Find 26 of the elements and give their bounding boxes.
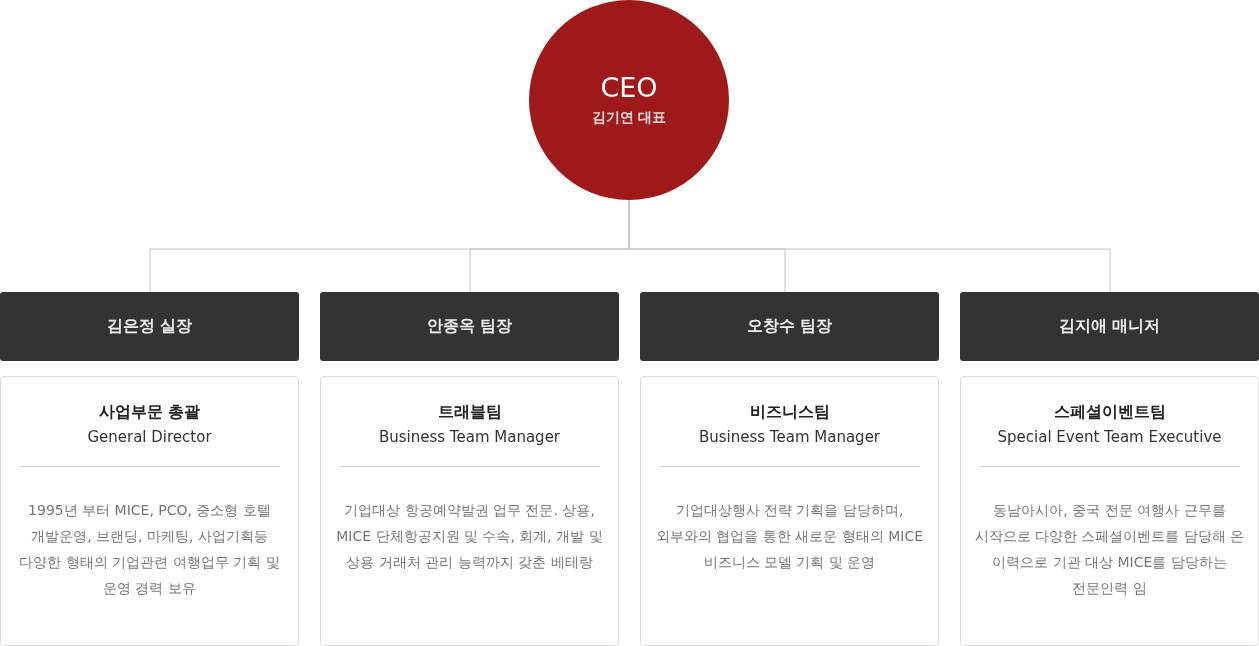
- member-name-box: [640, 292, 939, 361]
- team-title: 스페셜이벤트팀: [1053, 402, 1166, 423]
- profile-description: 동남아시아, 중국 전문 여행사 근무를 시작으로 다양한 스페셜이벤트를 담당해 온 이력으로 기관 대상 MICE를 담당하는 전문인력 임: [974, 501, 1245, 598]
- member-name: 김지애 매니저: [1058, 316, 1161, 337]
- member-name: 오창수 팀장: [746, 316, 833, 337]
- role-title: Special Event Team Executive: [997, 428, 1222, 446]
- member-name-box: [960, 292, 1259, 361]
- profile-card: [640, 376, 939, 646]
- team-title: 트래블팀: [437, 402, 502, 423]
- member-name: 안종옥 팀장: [426, 316, 513, 337]
- profile-description: 1995년 부터 MICE, PCO, 중소형 호텔 개발운영, 브랜딩, 마케팅, 사업기획등 다양한 형태의 기업관련 여행업무 기획 및 운영 경력 보유: [18, 501, 281, 598]
- member-name-box: [320, 292, 619, 361]
- profile-description: 기업대상행사 전략 기획을 담당하며, 외부와의 협업을 통한 새로운 형태의 MICE 비즈니스 모델 기획 및 운영: [654, 501, 925, 572]
- team-title: 비즈니스팀: [749, 402, 830, 423]
- profile-card: [0, 376, 299, 646]
- ceo-title: CEO: [600, 73, 658, 103]
- profile-card: [320, 376, 619, 646]
- role-title: Business Team Manager: [698, 428, 881, 446]
- profile-description: 기업대상 항공예약발권 업무 전문. 상용, MICE 단체항공지원 및 수속, 회계, 개발 및 상용 거래처 관리 능력까지 갖춘 베테랑: [335, 501, 604, 572]
- role-title: General Director: [87, 428, 212, 446]
- ceo-name: 김기연 대표: [591, 108, 667, 127]
- member-name: 김은정 실장: [106, 316, 193, 337]
- role-title: Business Team Manager: [378, 428, 561, 446]
- member-name-box: [0, 292, 299, 361]
- profile-card: [960, 376, 1259, 646]
- team-title: 사업부문 총괄: [98, 402, 201, 423]
